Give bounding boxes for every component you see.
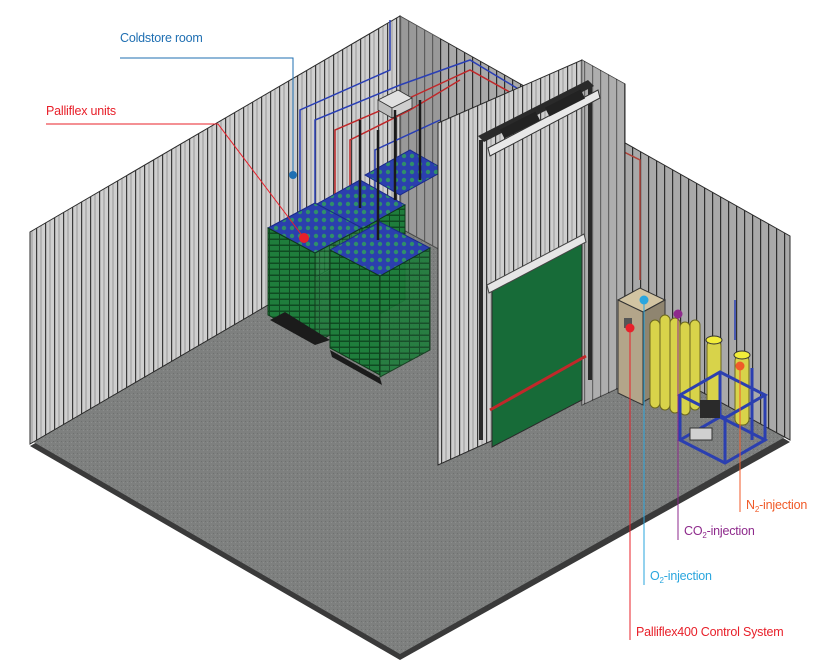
- label-prefix: CO: [684, 524, 703, 538]
- callout-lines: [46, 57, 741, 640]
- label-control-system: Palliflex400 Control System: [636, 625, 784, 639]
- callout-dots: [289, 171, 745, 371]
- label-subscript: 2: [754, 505, 760, 514]
- label-suffix: -injection: [663, 569, 712, 583]
- label-subscript: 2: [702, 531, 707, 540]
- label-o2-injection: O2-injection: [650, 569, 712, 585]
- label-prefix: N: [746, 498, 755, 512]
- label-n2-injection: N2-injection: [746, 498, 808, 514]
- label-subscript: 2: [659, 576, 664, 585]
- door-partition: [437, 59, 626, 466]
- label-co2-injection: CO2-injection: [684, 524, 755, 540]
- label-text: Palliflex units: [46, 104, 116, 118]
- label-coldstore-room: Coldstore room: [120, 31, 203, 45]
- label-prefix: O: [650, 569, 660, 583]
- label-text: Palliflex400 Control System: [636, 625, 784, 639]
- label-suffix: -injection: [759, 498, 808, 512]
- label-palliflex-units: Palliflex units: [46, 104, 116, 118]
- junction-box: [377, 89, 413, 119]
- label-suffix: -injection: [706, 524, 755, 538]
- n2-generator: [676, 335, 769, 465]
- label-text: Coldstore room: [120, 31, 203, 45]
- palliflex-units: [266, 100, 447, 385]
